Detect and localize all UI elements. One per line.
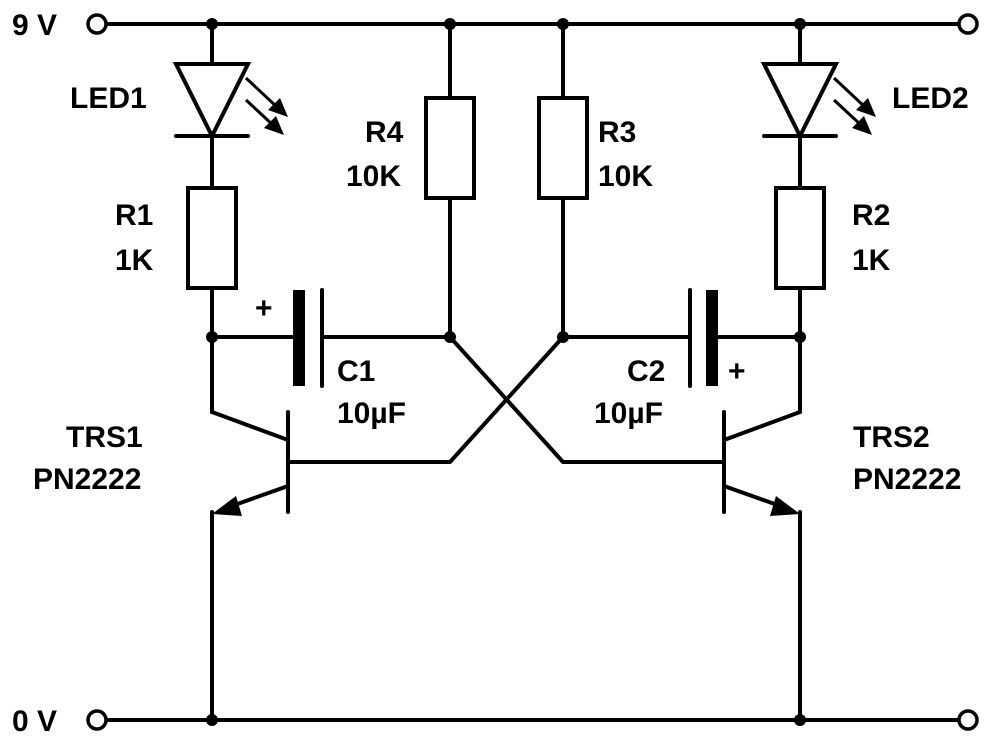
trs1-emitter-arrow-icon	[212, 496, 242, 516]
led2-light-arrows-icon	[832, 76, 876, 135]
r2-value-label: 1K	[852, 244, 891, 277]
c1-value-label: 10µF	[337, 397, 406, 430]
junction-dot	[557, 331, 569, 343]
led1-label: LED1	[70, 82, 147, 115]
junction-dot	[206, 18, 218, 30]
c2-polarity-label: +	[728, 355, 746, 388]
led1-light-arrows-icon	[244, 76, 288, 135]
trs1-ref-label: TRS1	[66, 421, 143, 454]
junction-dot	[794, 714, 806, 726]
junction-dot	[794, 331, 806, 343]
led1-symbol: LED1	[70, 62, 288, 141]
supply-terminal-left	[86, 13, 108, 35]
c1-ref-label: C1	[337, 355, 375, 388]
c1-capacitor: + C1 10µF	[210, 288, 452, 430]
r2-resistor: R2 1K	[774, 186, 891, 290]
c1-polarity-label: +	[255, 292, 273, 325]
r4-value-label: 10K	[346, 160, 401, 193]
supply-rail: 9 V	[12, 9, 979, 42]
c1-positive-plate	[293, 290, 305, 386]
ground-rail: 0 V	[12, 705, 979, 738]
r1-resistor: R1 1K	[115, 186, 238, 290]
led2-symbol: LED2	[760, 62, 969, 141]
r3-value-label: 10K	[598, 160, 653, 193]
r3-ref-label: R3	[598, 116, 636, 149]
ground-label: 0 V	[12, 705, 57, 738]
c2-value-label: 10µF	[594, 397, 663, 430]
ground-terminal-right	[957, 709, 979, 731]
r3-resistor: R3 10K	[537, 22, 653, 339]
r4-ref-label: R4	[365, 116, 404, 149]
junction-dot	[444, 18, 456, 30]
junction-dots	[206, 18, 806, 726]
c2-ref-label: C2	[627, 355, 665, 388]
trs1-transistor: TRS1 PN2222	[33, 410, 290, 722]
cross-coupling-wires	[286, 335, 726, 464]
junction-dot	[557, 18, 569, 30]
trs2-part-label: PN2222	[853, 463, 961, 496]
r1-value-label: 1K	[115, 244, 154, 277]
trs2-transistor: TRS2 PN2222	[722, 410, 961, 722]
r4-resistor: R4 10K	[346, 22, 476, 339]
junction-dot	[206, 331, 218, 343]
c2-capacitor: + C2 10µF	[561, 288, 802, 430]
trs2-emitter-arrow-icon	[770, 496, 800, 516]
c2-positive-plate	[706, 290, 718, 386]
junction-dot	[206, 714, 218, 726]
junction-dot	[444, 331, 456, 343]
ground-terminal-left	[86, 709, 108, 731]
r2-ref-label: R2	[852, 199, 890, 232]
supply-label: 9 V	[12, 9, 57, 42]
supply-terminal-right	[957, 13, 979, 35]
junction-dot	[794, 18, 806, 30]
trs2-ref-label: TRS2	[853, 421, 930, 454]
led2-label: LED2	[892, 82, 969, 115]
trs1-part-label: PN2222	[33, 463, 141, 496]
r1-ref-label: R1	[115, 199, 153, 232]
